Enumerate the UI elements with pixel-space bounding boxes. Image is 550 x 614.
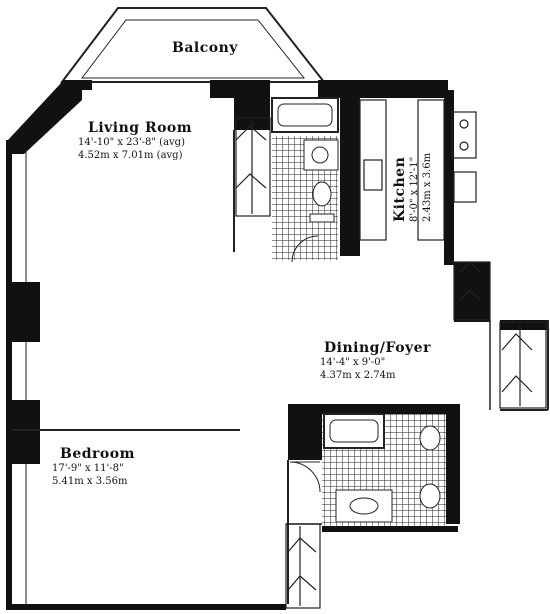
bedroom-dim-imperial: 17'-9" x 11'-8" [52,463,124,474]
bath1-vanity [303,139,339,171]
dining-foyer-name: Dining/Foyer [324,340,431,356]
kitchen-range [451,111,477,159]
kitchen-name: Kitchen [392,156,408,222]
kitchen-fridge [453,171,477,203]
wall-north-right-2 [318,80,448,98]
kitchen-dim-metric: 2.43m x 3.6m [422,152,433,222]
living-room-label: Living Room 14'-10" x 23'-8" (avg) 4.52m… [78,120,192,162]
wall-south [6,604,286,610]
dining-foyer-label: Dining/Foyer 14'-4" x 9'-0" 4.37m x 2.74… [310,340,431,382]
balcony-inner-rail [80,19,306,79]
wall-bath2-left [288,404,322,460]
kitchen-fixtures [359,99,477,241]
bathroom-1 [271,97,339,263]
kitchen-counter-right [417,99,445,241]
bath1-door-swing [291,235,319,263]
kitchen-burner-1 [459,119,469,129]
closet-living [235,117,271,217]
wall-west-pier-1 [6,282,40,342]
bath2-vanity [335,489,393,523]
kitchen-dim-imperial: 8'-0" x 12'-1" [409,156,420,222]
bath2-door-swing [289,461,321,493]
closet-bedroom [285,523,321,609]
wall-kitchen-column [340,96,360,256]
kitchen-label: Kitchen 8'-0" x 12'-1" 2.43m x 3.6m [392,153,434,222]
bath2-sink [349,497,379,515]
bedroom-dim-metric: 5.41m x 3.56m [52,476,128,487]
wall-east-closet [500,320,548,330]
balcony-label: Balcony [172,40,238,56]
bathroom-2 [289,413,446,526]
closet-hall [453,261,491,321]
wall-northwest-diagonal [8,82,82,154]
wall-west-pier-2 [6,400,40,464]
kitchen-counter-left [359,99,387,241]
bath2-toilet [419,425,441,451]
dining-foyer-dim-metric: 4.37m x 2.74m [320,370,396,381]
kitchen-sink [363,159,383,191]
dining-foyer-dim-imperial: 14'-4" x 9'-0" [320,357,386,368]
wall-bath2-top [288,404,460,414]
wall-west [6,140,12,610]
closet-east [499,321,547,409]
closets [235,117,547,609]
wall-north-left [62,80,92,90]
bath2-tub-inner [329,419,379,443]
living-room-dim-metric: 4.52m x 7.01m (avg) [78,150,183,161]
wall-bath2-bottom [322,526,458,532]
exterior-walls [6,80,548,610]
kitchen-burner-2 [459,141,469,151]
bath2-bidet [419,483,441,509]
wall-north-right [210,80,270,98]
wall-bath2-right [446,404,460,524]
bath1-toilet-tank [309,213,335,223]
bath1-tub [271,97,339,133]
bedroom-name: Bedroom [60,446,135,462]
bath2-tub [323,413,385,449]
living-room-name: Living Room [88,120,193,136]
wall-kitchen-east [444,90,454,265]
bath1-toilet [312,181,332,207]
bath1-tub-inner [277,103,333,127]
bedroom-label: Bedroom 17'-9" x 11'-8" 5.41m x 3.56m [50,446,135,488]
bath1-sink [311,146,329,164]
living-room-dim-imperial: 14'-10" x 23'-8" (avg) [78,137,185,148]
